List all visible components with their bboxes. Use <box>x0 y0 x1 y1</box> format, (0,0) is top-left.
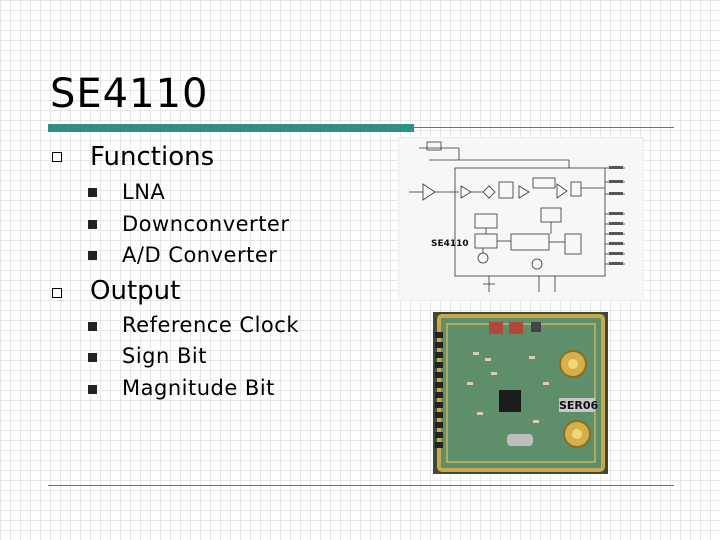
item-bullet-icon <box>88 220 97 229</box>
list-item: Magnitude Bit <box>122 376 275 400</box>
item-bullet-icon <box>88 353 97 362</box>
section-heading-output: Output <box>90 276 181 306</box>
title-underline <box>48 124 674 132</box>
list-item: Sign Bit <box>122 344 207 368</box>
list-item: Reference Clock <box>122 313 299 337</box>
section-bullet-icon <box>52 152 62 162</box>
section-bullet-icon <box>52 288 62 298</box>
item-bullet-icon <box>88 251 97 260</box>
section-heading-functions: Functions <box>90 142 215 172</box>
block-diagram-image: SE4110 <box>398 137 644 301</box>
list-item: LNA <box>122 180 166 204</box>
chip-label: SE4110 <box>431 239 469 249</box>
board-drawing: SER06 <box>433 312 608 474</box>
board-label: SER06 <box>559 399 599 412</box>
item-bullet-icon <box>88 188 97 197</box>
slide-title: SE4110 <box>50 71 209 117</box>
item-bullet-icon <box>88 385 97 394</box>
item-bullet-icon <box>88 322 97 331</box>
list-item: A/D Converter <box>122 243 278 267</box>
board-photo: SER06 <box>433 312 608 474</box>
bottom-divider <box>48 485 674 486</box>
block-diagram-drawing: SE4110 <box>409 141 625 292</box>
list-item: Downconverter <box>122 212 290 236</box>
